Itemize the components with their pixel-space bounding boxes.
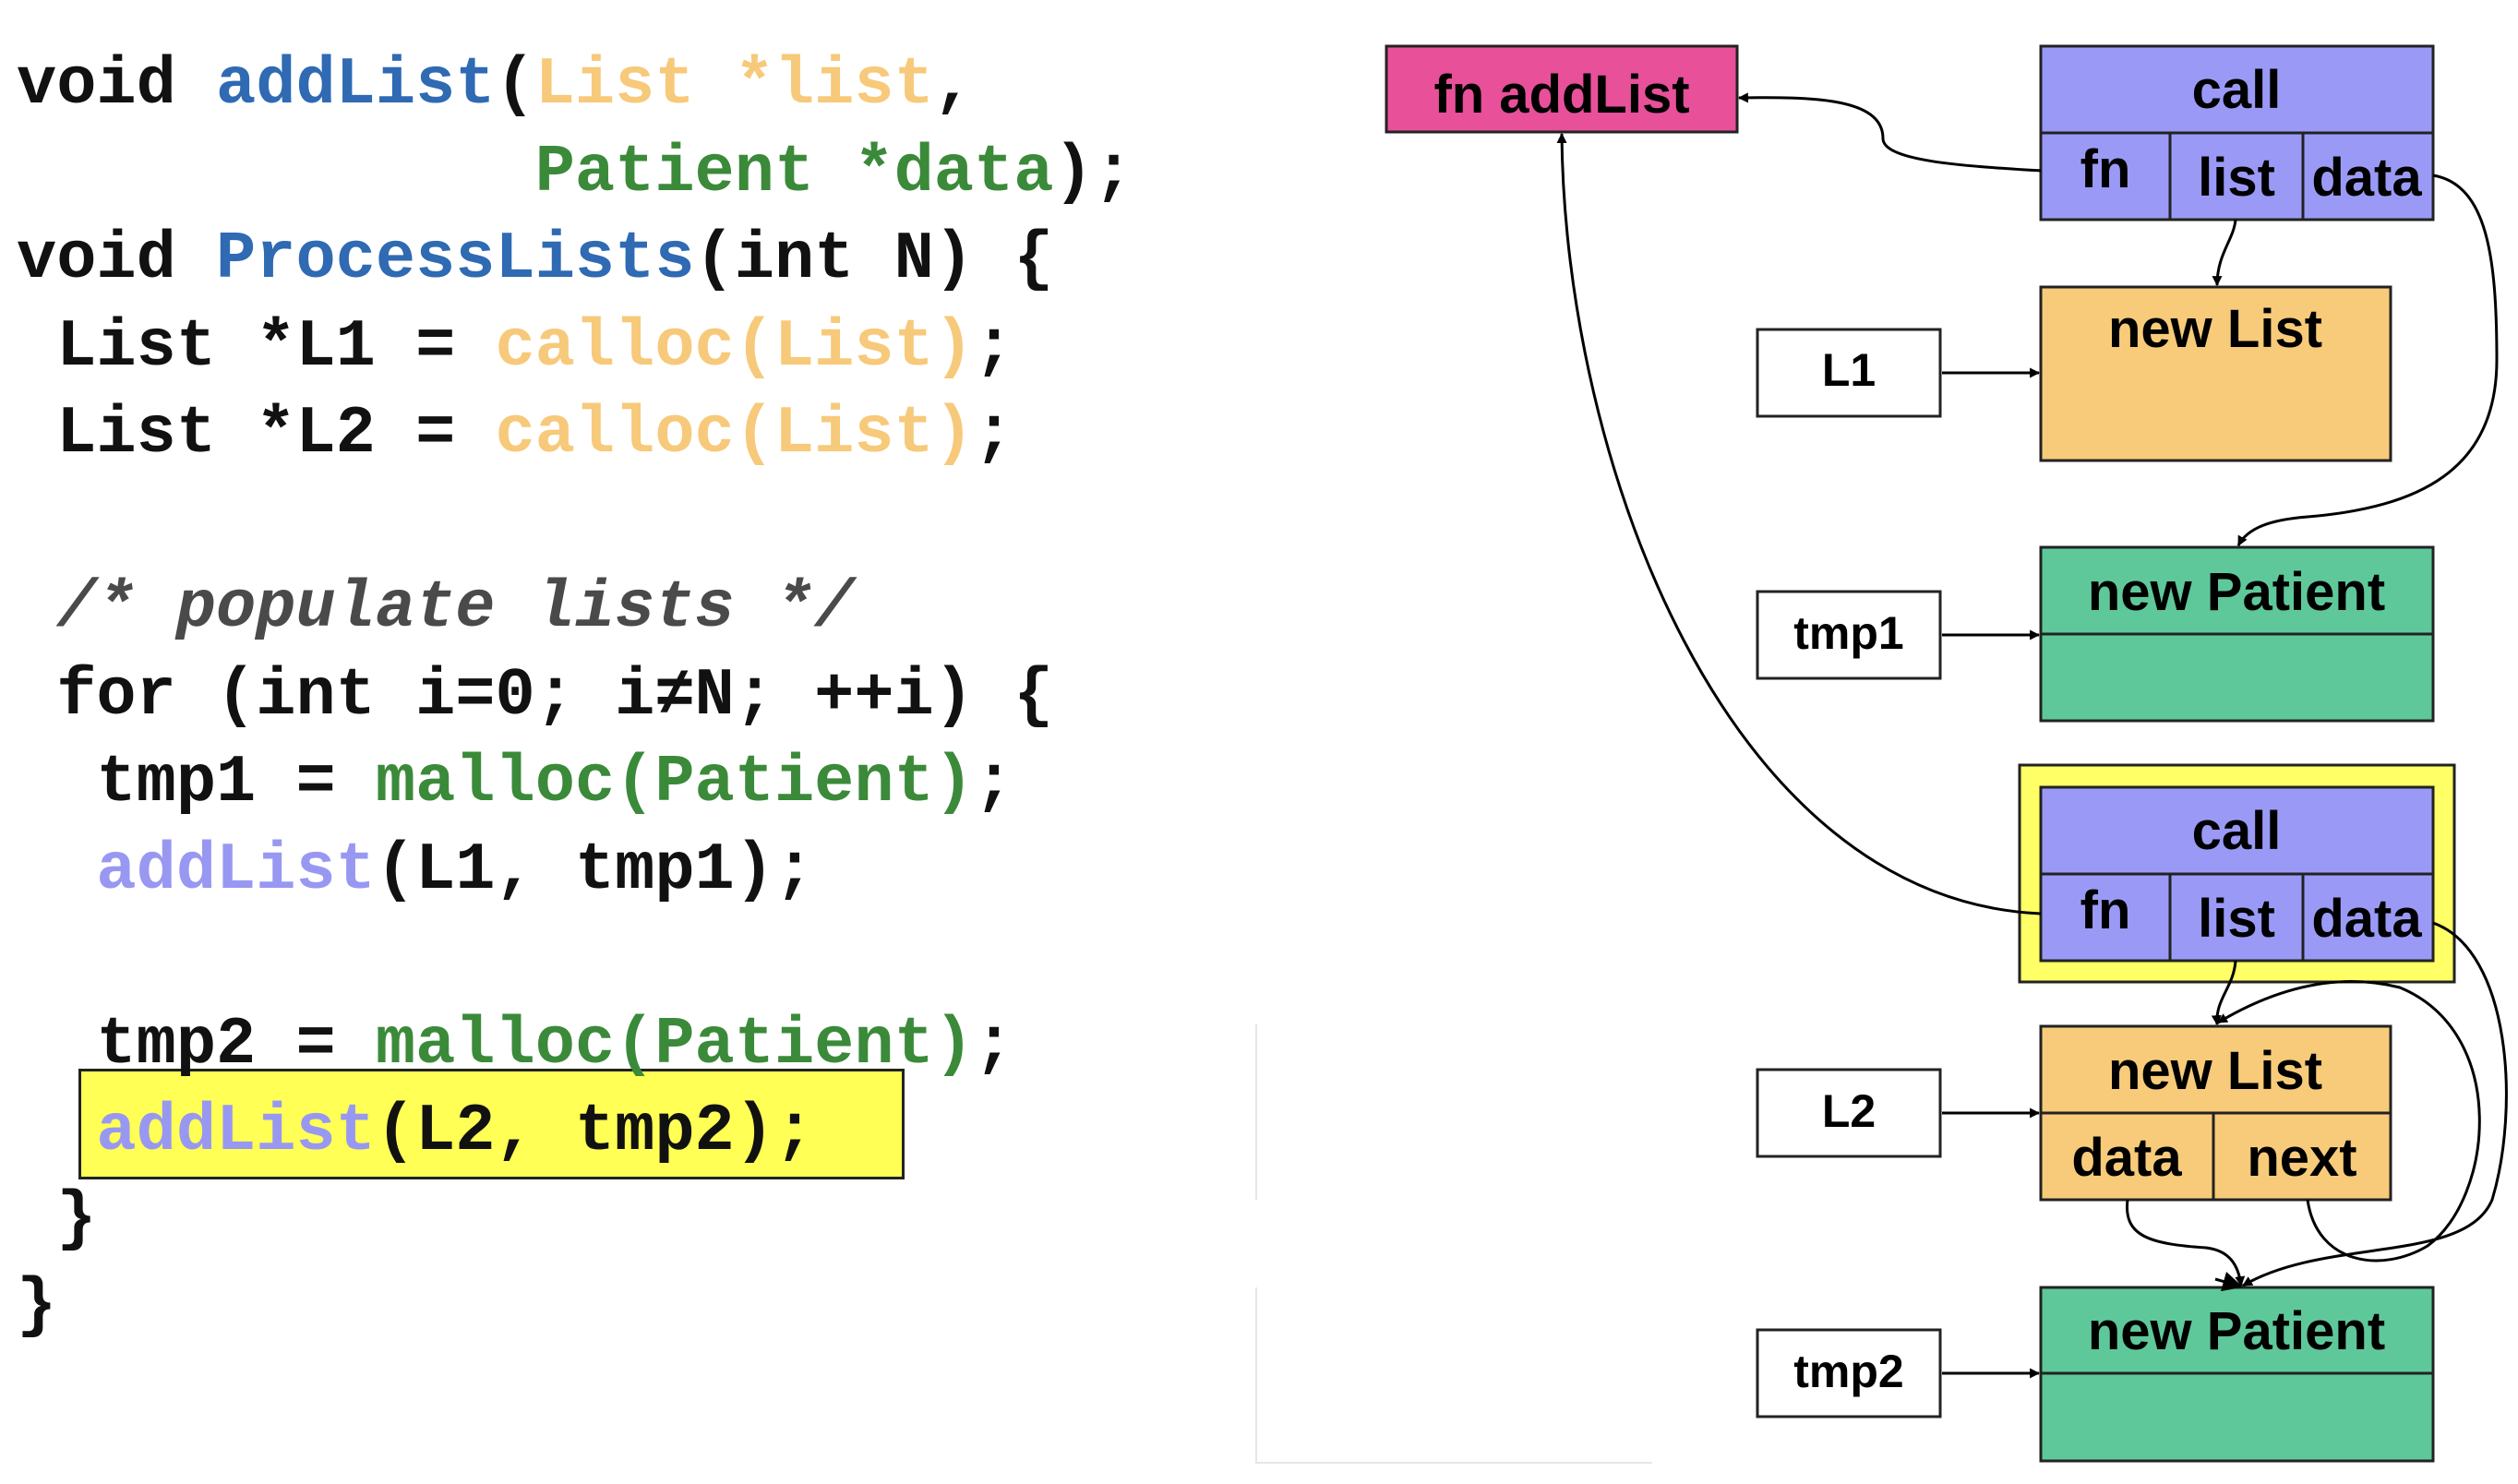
tmp2-label: tmp2 — [1793, 1346, 1903, 1397]
converge-arrowhead — [2214, 1271, 2244, 1292]
alloc-call: calloc(List) — [495, 308, 974, 385]
punctuation: ; — [973, 308, 1014, 385]
function-name: addList — [216, 47, 496, 123]
code-line-5: List *L2 = calloc(List); — [17, 390, 1133, 478]
code-line-3: void ProcessLists(int N) { — [17, 216, 1133, 304]
list-data-field: data — [2071, 1128, 2182, 1188]
tmp1-variable-box: tmp1 — [1756, 590, 1942, 680]
code-line-10: tmp2 = malloc(Patient); — [17, 1001, 1133, 1089]
list-next-field: next — [2247, 1128, 2356, 1188]
code-line-12: } — [17, 1176, 1133, 1263]
statement: List *L1 = — [17, 308, 496, 385]
fn-arrow-2 — [1556, 132, 2042, 916]
punctuation: , — [933, 47, 975, 123]
fn-arrow-1 — [1737, 92, 2042, 173]
call-box-2: call fn list data — [2018, 763, 2456, 984]
call-title: call — [2192, 801, 2282, 861]
l2-variable-box: L2 — [1756, 1068, 1942, 1158]
function-call: addList — [96, 1094, 376, 1169]
statement: tmp2 = — [17, 1006, 376, 1083]
code-line-9: addList(L1, tmp1); — [17, 827, 1133, 915]
list-title: new List — [2108, 1041, 2322, 1101]
for-statement: for (int i=0; i≠N; ++i) { — [17, 657, 1054, 734]
parameter: List *list — [534, 47, 934, 123]
l1-label: L1 — [1822, 344, 1876, 396]
punctuation: ); — [1053, 134, 1133, 210]
call-box-1: call fn list data — [2039, 44, 2435, 221]
alloc-call: calloc(List) — [495, 396, 974, 472]
separator-line — [1255, 1287, 1257, 1463]
punctuation: ; — [973, 1006, 1014, 1083]
punctuation: ( — [495, 47, 535, 123]
keyword: void — [17, 221, 217, 297]
new-patient-box-2: new Patient — [2039, 1286, 2435, 1463]
patient-title: new Patient — [2088, 1301, 2385, 1361]
call-fn-field: fn — [2080, 139, 2131, 199]
tmp2-variable-box: tmp2 — [1756, 1328, 1942, 1418]
code-line-2: Patient *data); — [17, 129, 1133, 217]
code-line-6: /* populate lists */ — [17, 565, 1133, 652]
arguments: (L2, tmp2); — [375, 1094, 815, 1169]
list-arrow-1 — [2212, 219, 2237, 287]
closing-brace: } — [17, 1268, 57, 1344]
current-line-highlight — [78, 1069, 905, 1179]
l1-variable-box: L1 — [1756, 328, 1942, 418]
code-line-11: addList(L2, tmp2); — [17, 1088, 1133, 1176]
list-data-arrow — [2125, 1199, 2246, 1287]
data-arrow-1 — [2236, 174, 2499, 546]
parameter: Patient *data — [534, 134, 1054, 210]
new-list-box-2: new List data next — [2039, 1024, 2392, 1202]
code-line-13: } — [17, 1263, 1133, 1350]
alloc-call: malloc(Patient) — [375, 1006, 974, 1083]
keyword: void — [17, 47, 217, 123]
closing-brace: } — [17, 1180, 97, 1257]
signature: (int N) { — [694, 221, 1054, 297]
fn-addlist-box: fn addList — [1385, 44, 1739, 134]
tmp1-label: tmp1 — [1793, 607, 1903, 659]
list-title: new List — [2108, 299, 2322, 359]
code-line-7: for (int i=0; i≠N; ++i) { — [17, 652, 1133, 740]
statement: List *L2 = — [17, 396, 496, 472]
call-list-field: list — [2198, 148, 2275, 208]
new-patient-box-1: new Patient — [2039, 545, 2435, 723]
call-data-field: data — [2311, 148, 2422, 208]
alloc-call: malloc(Patient) — [375, 745, 974, 820]
pointer-arrows — [1556, 92, 2508, 1379]
statement: tmp1 = — [17, 745, 376, 820]
punctuation: ; — [973, 396, 1014, 472]
call-fn-field: fn — [2080, 880, 2131, 940]
arguments: (L1, tmp1); — [375, 832, 815, 908]
code-line-4: List *L1 = calloc(List); — [17, 304, 1133, 391]
function-call: addList — [96, 832, 376, 908]
separator-line — [1255, 1024, 1257, 1200]
code-listing: void addList(List *list, Patient *data);… — [17, 42, 1133, 1350]
fn-box-label: fn addList — [1433, 65, 1689, 125]
list-next-arrow — [2217, 980, 2481, 1263]
punctuation: ; — [973, 745, 1014, 820]
function-name: ProcessLists — [216, 221, 695, 297]
code-line-1: void addList(List *list, — [17, 42, 1133, 129]
call-list-field: list — [2198, 889, 2275, 949]
call-data-field: data — [2311, 889, 2422, 949]
l2-label: L2 — [1822, 1085, 1876, 1137]
call-title: call — [2192, 60, 2282, 120]
patient-title: new Patient — [2088, 562, 2385, 622]
code-comment: /* populate lists */ — [17, 570, 855, 646]
data-arrow-2 — [2242, 921, 2508, 1287]
code-line-8: tmp1 = malloc(Patient); — [17, 739, 1133, 827]
new-list-box-1: new List — [2039, 285, 2392, 462]
separator-line — [1255, 1462, 1652, 1464]
